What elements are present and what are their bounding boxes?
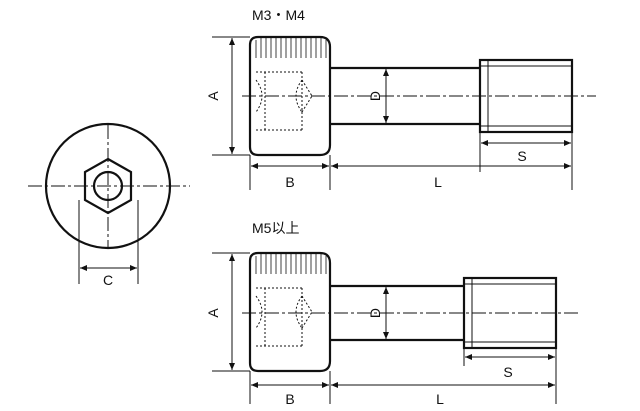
- bottom-dim-label-s: S: [503, 364, 512, 380]
- top-view-title: M3・M4: [252, 7, 305, 23]
- bottom-dim-label-a: A: [205, 308, 221, 318]
- bottom-dim-label-d: D: [367, 308, 383, 318]
- bottom-dim-label-l: L: [436, 391, 444, 407]
- bottom-thread-section: [462, 276, 558, 350]
- bottom-head-body: [248, 251, 332, 373]
- head-outline-circle: [44, 122, 172, 250]
- bottom-view: M5以上: [205, 220, 578, 407]
- bottom-hidden-socket: [255, 287, 313, 347]
- dim-label-c: C: [103, 272, 113, 288]
- top-dim-label-s: S: [517, 148, 526, 164]
- bottom-view-title: M5以上: [252, 220, 299, 236]
- bottom-dim-label-b: B: [285, 391, 294, 407]
- hex-socket: [83, 157, 133, 215]
- top-hidden-socket: [255, 71, 313, 131]
- end-view: C: [28, 122, 190, 288]
- top-dim-label-l: L: [434, 174, 442, 190]
- top-head-body: [248, 35, 332, 157]
- top-dim-label-b: B: [285, 174, 294, 190]
- top-head-knurl: [255, 38, 327, 58]
- bottom-head-knurl: [255, 254, 327, 274]
- top-dim-label-d: D: [367, 91, 383, 101]
- top-dim-label-a: A: [205, 91, 221, 101]
- top-view: M3・M4: [205, 7, 596, 190]
- thread-bore-circle: [92, 170, 124, 202]
